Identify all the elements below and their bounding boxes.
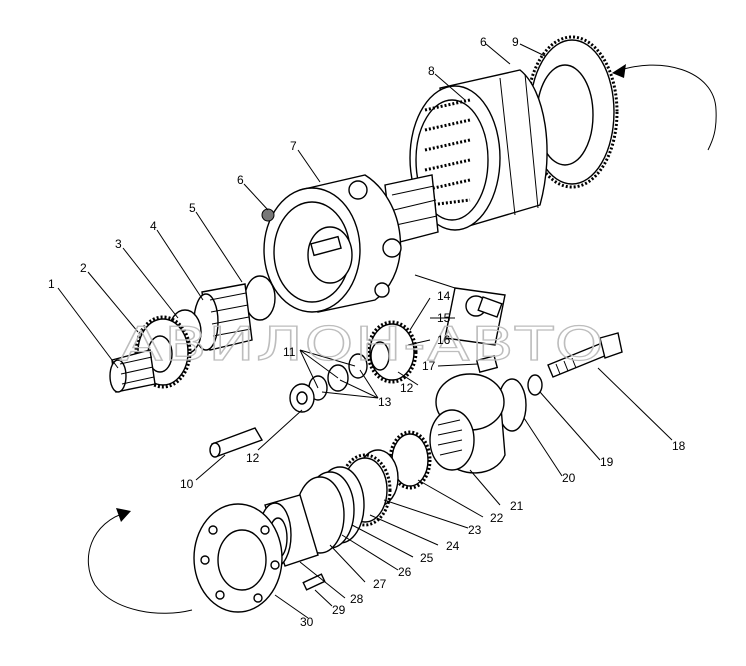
washer-19-part	[527, 374, 543, 396]
bolt-29-part	[302, 573, 326, 591]
callout-13: 13	[378, 395, 392, 409]
bolt-18-part	[547, 332, 623, 378]
callout-4: 4	[150, 219, 157, 233]
leader-lines	[57, 43, 673, 619]
callout-21: 21	[510, 499, 524, 513]
callout-12b: 12	[246, 451, 260, 465]
hub-21-part	[429, 373, 506, 474]
planet-carrier-housing-part	[261, 174, 402, 313]
callout-18: 18	[672, 439, 686, 453]
callout-6b: 6	[480, 35, 487, 49]
callout-28: 28	[350, 592, 364, 606]
callout-7: 7	[290, 139, 297, 153]
callout-23: 23	[468, 523, 482, 537]
callout-3: 3	[115, 237, 122, 251]
callout-30: 30	[300, 615, 314, 629]
clutch-drum-part	[409, 69, 548, 231]
watermark: АВИЛОН-АВТО	[120, 317, 605, 371]
rotation-arrow-top-right-icon	[612, 64, 717, 151]
callout-24: 24	[446, 539, 460, 553]
callout-10: 10	[180, 477, 194, 491]
callout-labels: 1 2 3 4 5 6 6 7 8 9 10 11 12 12 13 14 15…	[48, 35, 686, 629]
pin-10-part	[209, 427, 264, 458]
callout-16: 16	[437, 333, 451, 347]
rotation-arrow-bottom-left-icon	[87, 508, 193, 614]
splined-shaft-1-part	[109, 349, 156, 393]
callout-6a: 6	[237, 173, 244, 187]
callout-20: 20	[562, 471, 576, 485]
callout-17: 17	[422, 359, 436, 373]
callout-1: 1	[48, 277, 55, 291]
callout-26: 26	[398, 565, 412, 579]
ring-gear-part	[525, 35, 619, 189]
callout-27: 27	[373, 577, 387, 591]
planet-gear-part	[366, 320, 418, 384]
callout-29: 29	[332, 603, 346, 617]
callout-22: 22	[490, 511, 504, 525]
flange-plate-30-part	[193, 503, 283, 613]
callout-9: 9	[512, 35, 519, 49]
callout-5: 5	[189, 201, 196, 215]
inset-assembly-14-16	[414, 274, 506, 346]
callout-8: 8	[428, 64, 435, 78]
callout-12a: 12	[400, 381, 414, 395]
key-17-part	[475, 355, 499, 373]
callout-14: 14	[437, 289, 451, 303]
callout-11: 11	[283, 345, 296, 359]
callout-15: 15	[437, 311, 451, 325]
snap-ring-5-part	[244, 275, 276, 321]
callout-2: 2	[80, 261, 87, 275]
callout-19: 19	[600, 455, 614, 469]
callout-25: 25	[420, 551, 434, 565]
